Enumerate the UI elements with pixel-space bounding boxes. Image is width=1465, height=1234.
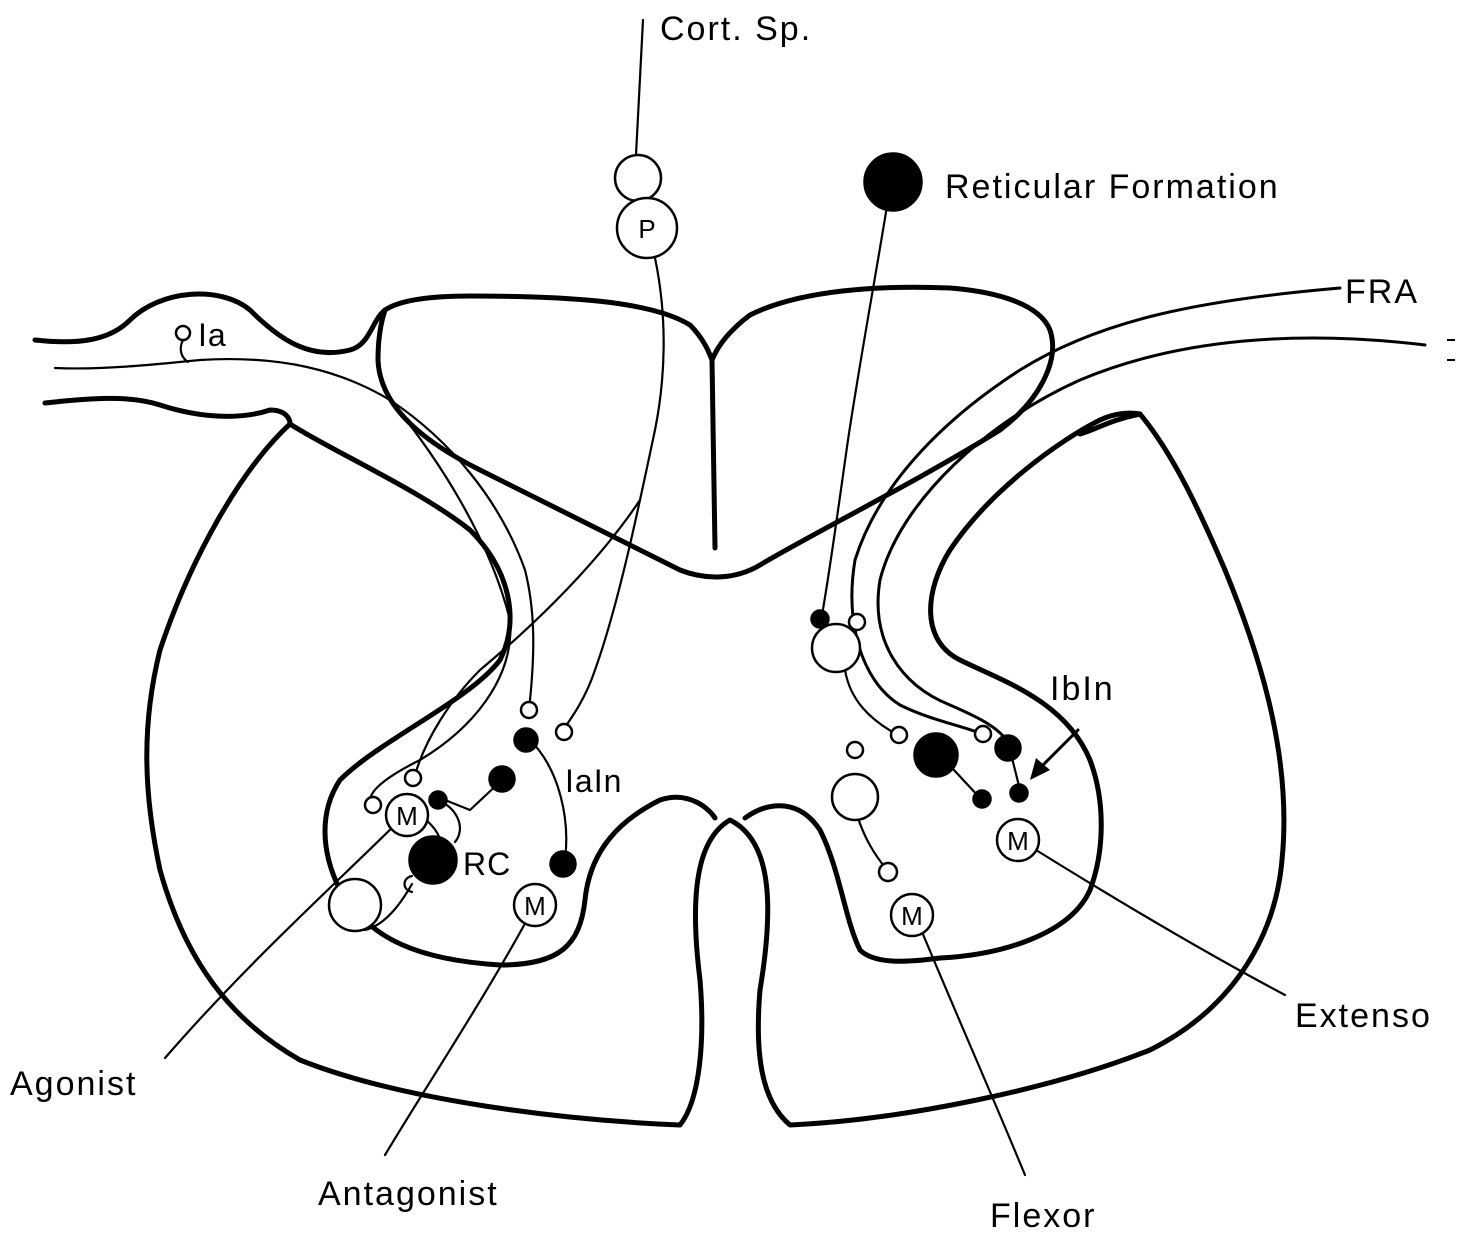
ia-afferent-branch [370, 400, 510, 805]
fra-label: FRA [1345, 273, 1419, 311]
left-small-terminal [405, 770, 421, 786]
iain-cell [514, 728, 538, 752]
ia-ganglion-cell [176, 326, 190, 340]
fra-terminal-top [849, 614, 865, 630]
right-upper-interneuron [812, 624, 860, 672]
antagonist-synapse [550, 851, 576, 877]
reticular-axon [822, 200, 888, 615]
right-filled-dot-a [973, 790, 991, 808]
right-large-filled-cell [914, 733, 958, 777]
agonist-synapse [429, 791, 447, 809]
right-small-terminal-a [891, 727, 907, 743]
extensor-pointer [1020, 840, 1285, 995]
cst-terminal [556, 724, 572, 740]
agonist-m-label: M [396, 801, 418, 831]
agonist-pointer [165, 812, 408, 1058]
agonist-label: Agonist [10, 1065, 137, 1103]
p-cell-label: P [638, 214, 655, 244]
right-lower-cell-axon [857, 815, 887, 870]
right-filled-dot-b [1010, 784, 1028, 802]
fra-fiber-inner [878, 338, 1425, 745]
fra-fiber-outer [852, 288, 1340, 735]
ibin-label: IbIn [1050, 670, 1115, 708]
extensor-label: Extenso [1295, 997, 1432, 1035]
cortico-spinal-fiber [636, 20, 643, 155]
p-cell-axon [563, 258, 664, 730]
flexor-m-label: M [901, 901, 923, 931]
left-filled-cell [489, 766, 515, 792]
renshaw-cell [409, 836, 457, 884]
rc-label: RC [463, 846, 511, 882]
median-septum [712, 360, 715, 548]
right-lower-open-cell [832, 774, 878, 820]
ia-terminal [521, 702, 537, 718]
reticular-formation-label: Reticular Formation [945, 168, 1280, 206]
left-tiny-terminal [365, 797, 381, 813]
right-interneuron-axon [845, 670, 898, 735]
cortico-cell [615, 155, 661, 201]
ibin-cell [995, 735, 1021, 761]
cort-sp-label: Cort. Sp. [660, 10, 812, 48]
right-bottom-terminal [879, 863, 897, 881]
reticular-cell [864, 153, 922, 211]
right-small-terminal-c [847, 742, 863, 758]
ibin-arrow-line [1038, 730, 1078, 770]
antagonist-pointer [385, 905, 535, 1155]
right-small-terminal-b [975, 726, 991, 742]
iain-to-antagonist-line [530, 740, 566, 860]
flexor-label: Flexor [990, 1197, 1096, 1234]
iain-label: IaIn [565, 763, 622, 799]
extensor-m-label: M [1007, 826, 1029, 856]
ia-label: Ia [198, 317, 227, 353]
antagonist-label: Antagonist [318, 1175, 499, 1213]
ia-ganglion-stalk [181, 340, 188, 362]
dorsal-root-lower [45, 398, 290, 424]
left-large-open-cell [329, 879, 381, 931]
ia-afferent-fiber [55, 359, 533, 700]
antagonist-m-label: M [524, 891, 546, 921]
